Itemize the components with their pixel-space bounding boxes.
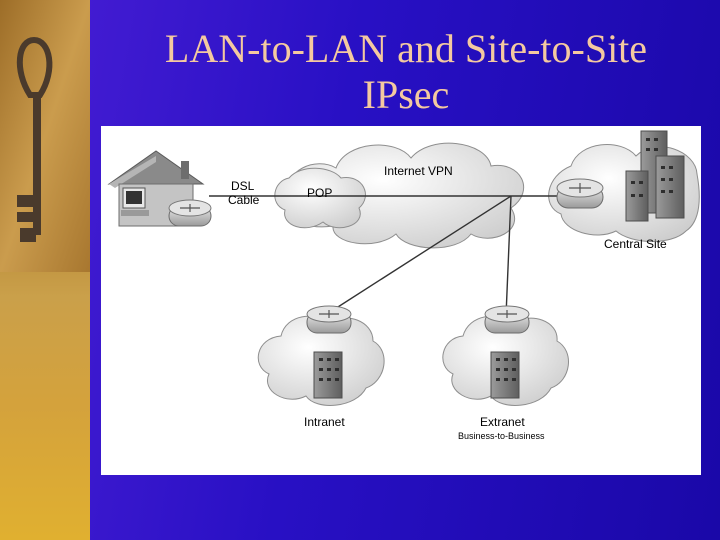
intranet-label: Intranet: [304, 415, 345, 429]
extranet-sub-label: Business-to-Business: [458, 431, 545, 441]
left-decorative-bar: [0, 0, 90, 540]
internet-vpn-label: Internet VPN: [384, 164, 453, 178]
central-router-icon: [556, 178, 604, 209]
central-site-label: Central Site: [604, 237, 667, 251]
dsl-label: DSL: [231, 179, 255, 193]
pop-label: POP: [307, 186, 333, 200]
extranet-label: Extranet: [480, 415, 525, 429]
key-icon: [0, 0, 90, 272]
pop-cloud: [274, 167, 366, 229]
network-diagram: Internet VPN POP DSL Cable Central Site …: [101, 126, 701, 475]
slide-title: LAN-to-LAN and Site-to-Site IPsec: [96, 26, 716, 118]
connection-lines: [209, 195, 571, 317]
home-router-icon: [168, 199, 212, 227]
extranet-router-icon: [484, 305, 530, 334]
title-line-2: IPsec: [362, 72, 450, 117]
extranet-building-icon: [490, 351, 520, 399]
diagram-graphics: [107, 130, 700, 406]
intranet-building-icon: [313, 351, 343, 399]
intranet-router-icon: [306, 305, 352, 334]
central-building-icon: [625, 130, 685, 222]
title-line-1: LAN-to-LAN and Site-to-Site: [164, 26, 648, 71]
cable-label: Cable: [228, 193, 260, 207]
